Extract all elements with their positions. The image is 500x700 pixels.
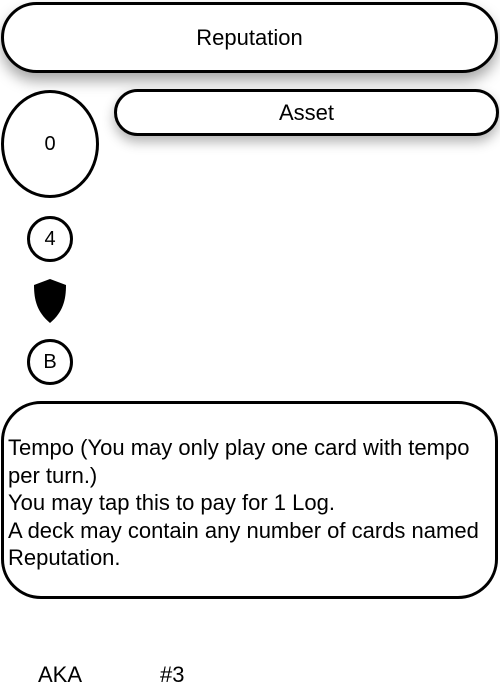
card-type: Asset xyxy=(278,99,335,125)
card-number: #3 xyxy=(160,662,185,687)
rules-text-line: Tempo (You may only play one card with t… xyxy=(8,435,470,488)
stat-value: 4 xyxy=(44,227,56,250)
rules-text-line: You may tap this to pay for 1 Log. xyxy=(8,490,335,515)
cost-value: 0 xyxy=(44,132,56,155)
card-name: Reputation xyxy=(196,24,303,50)
card-type-bar: Asset xyxy=(114,89,499,136)
rules-text-line: A deck may contain any number of cards n… xyxy=(8,517,479,571)
set-code: AKA xyxy=(38,662,83,687)
shield-icon xyxy=(34,279,66,323)
stat-circle: 4 xyxy=(27,216,73,262)
rules-text-box: Tempo (You may only play one card with t… xyxy=(1,401,498,599)
cost-circle: 0 xyxy=(1,90,99,198)
rarity-circle: B xyxy=(27,339,73,385)
card-title-bar: Reputation xyxy=(1,2,498,73)
rarity-value: B xyxy=(43,350,57,373)
